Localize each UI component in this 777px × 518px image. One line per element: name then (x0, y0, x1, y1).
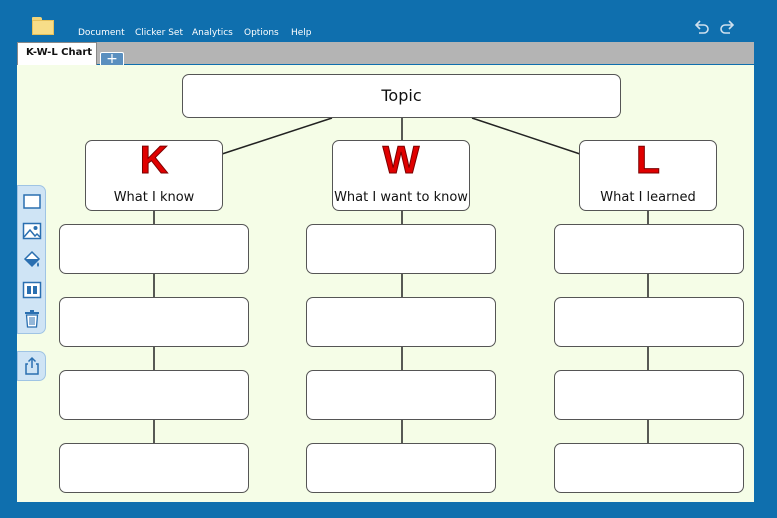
know-cell-2[interactable] (59, 297, 249, 347)
learned-cell-4[interactable] (554, 443, 744, 493)
header-know[interactable]: K What I know (85, 139, 223, 211)
header-letter-l: L (636, 139, 661, 183)
redo-icon[interactable] (718, 18, 736, 36)
share-icon[interactable] (22, 356, 42, 376)
header-learned[interactable]: L What I learned (579, 139, 717, 211)
tab-kwl-chart[interactable]: K-W-L Chart (17, 42, 97, 66)
learned-cell-2[interactable] (554, 297, 744, 347)
know-cell-3[interactable] (59, 370, 249, 420)
undo-icon[interactable] (693, 18, 711, 36)
want-cell-2[interactable] (306, 297, 496, 347)
learned-cell-3[interactable] (554, 370, 744, 420)
fill-tool-icon[interactable] (22, 250, 42, 270)
left-toolbar (17, 185, 46, 334)
arrange-tool-icon[interactable] (22, 280, 42, 300)
header-want[interactable]: W What I want to know (332, 139, 470, 211)
header-label-know: What I know (113, 190, 195, 205)
trash-icon[interactable] (22, 309, 42, 329)
topic-box[interactable]: Topic (182, 74, 621, 118)
folder-icon[interactable] (32, 17, 54, 35)
menu-options[interactable]: Options (244, 28, 279, 38)
learned-cell-1[interactable] (554, 224, 744, 274)
header-label-want: What I want to know (334, 190, 468, 205)
header-label-learned: What I learned (600, 190, 696, 205)
image-tool-icon[interactable] (22, 221, 42, 241)
connector-topic-k (221, 117, 333, 155)
know-cell-1[interactable] (59, 224, 249, 274)
want-cell-1[interactable] (306, 224, 496, 274)
header-letter-k: K (139, 139, 169, 183)
menu-analytics[interactable]: Analytics (192, 28, 233, 38)
header-letter-w: W (382, 139, 420, 183)
want-cell-4[interactable] (306, 443, 496, 493)
menu-help[interactable]: Help (291, 28, 312, 38)
connector-topic-l (471, 117, 581, 155)
add-tab-button[interactable]: + (100, 52, 124, 67)
menu-bar: Document Clicker Set Analytics Options H… (0, 0, 777, 42)
rectangle-tool-icon[interactable] (22, 192, 42, 212)
menu-clicker-set[interactable]: Clicker Set (135, 28, 184, 38)
menu-document[interactable]: Document (78, 28, 125, 38)
document-canvas[interactable] (17, 65, 754, 502)
tab-strip (17, 42, 754, 64)
share-toolbar (17, 351, 46, 381)
know-cell-4[interactable] (59, 443, 249, 493)
want-cell-3[interactable] (306, 370, 496, 420)
